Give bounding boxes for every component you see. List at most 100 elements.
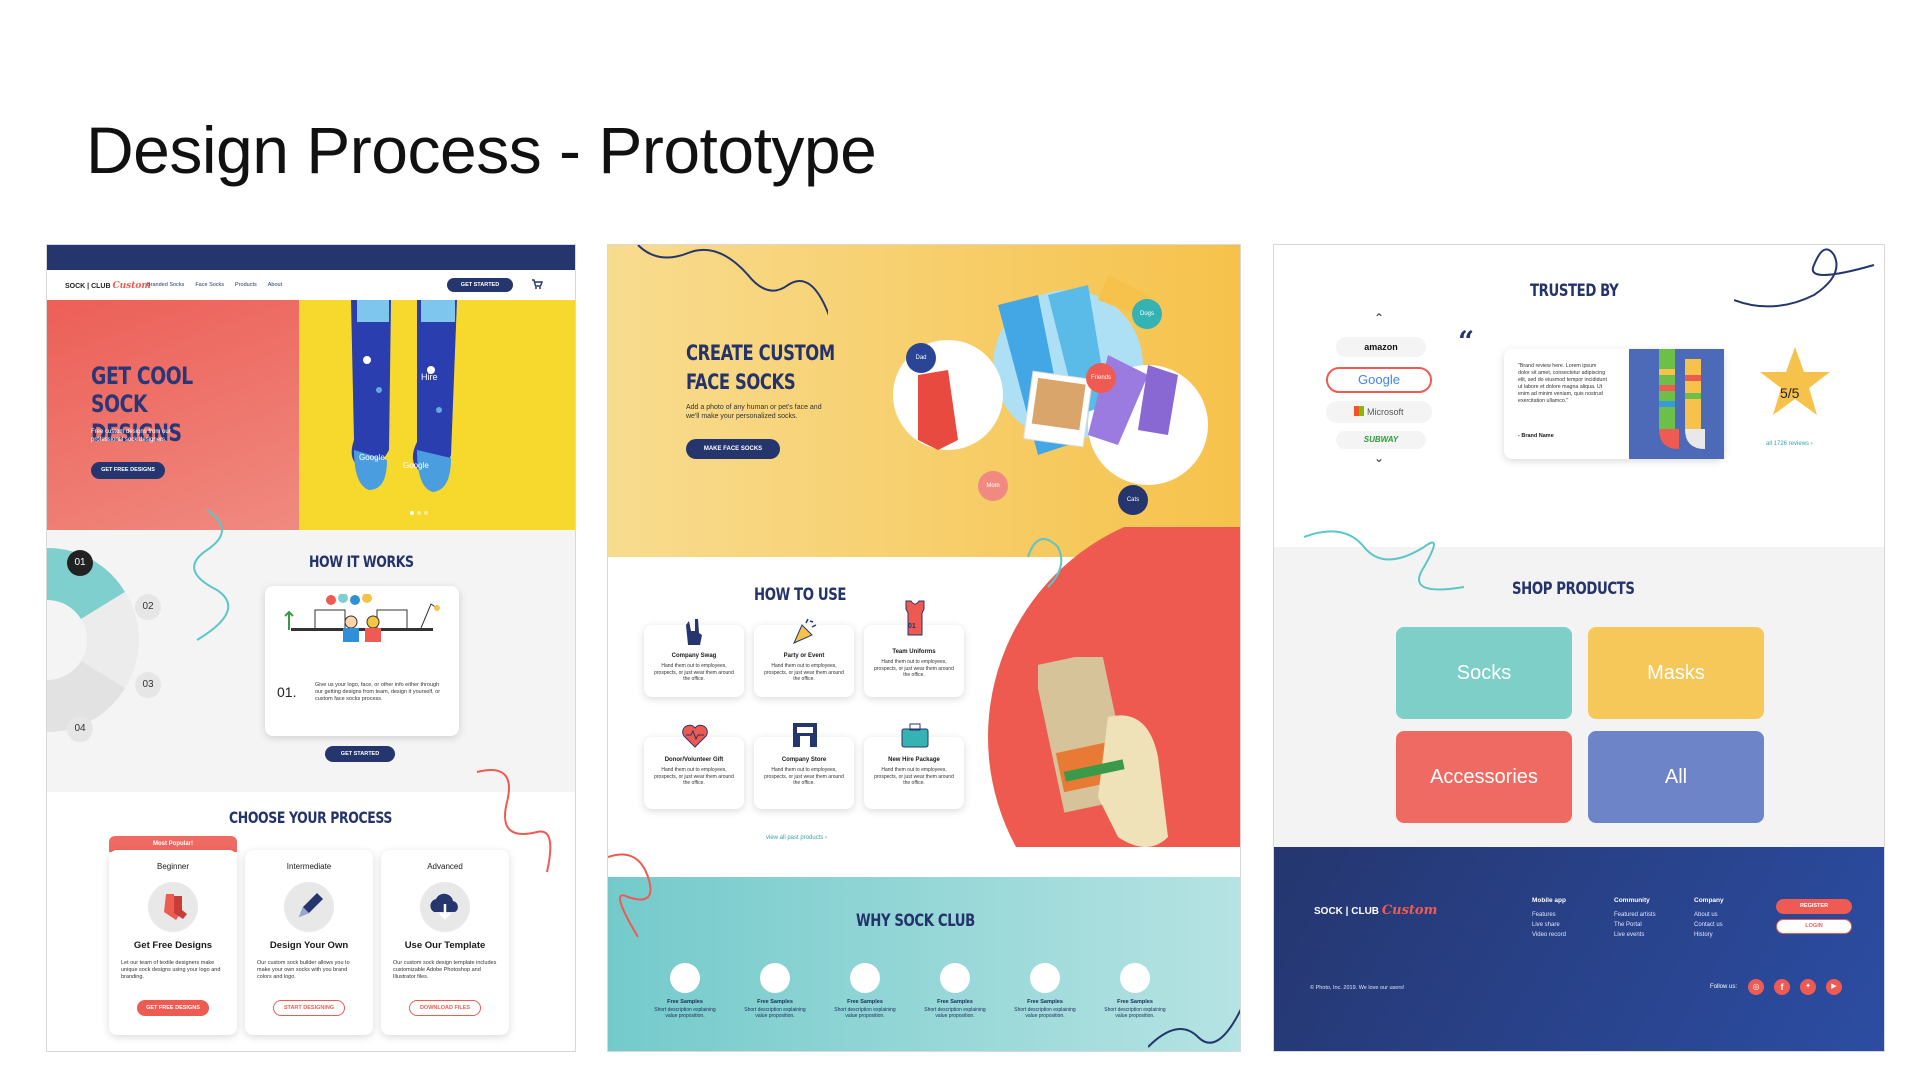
footer-link-the-portal[interactable]: The Portal xyxy=(1614,922,1642,928)
how-it-works-title-text: HOW IT WORKS xyxy=(309,552,414,571)
bubble-mom[interactable]: Mom xyxy=(978,471,1008,501)
tile-masks[interactable]: Masks xyxy=(1588,627,1764,719)
step-02[interactable]: 02 xyxy=(135,594,161,620)
why-sock-club-section: WHY SOCK CLUB Free Samples Short descrip… xyxy=(608,853,1240,1051)
step-get-started-button[interactable]: GET STARTED xyxy=(325,746,395,762)
download-files-button[interactable]: DOWNLOAD FILES xyxy=(409,1000,481,1016)
get-free-designs-option-button[interactable]: GET FREE DESIGNS xyxy=(137,1000,209,1016)
all-reviews-link[interactable]: all 1726 reviews › xyxy=(1766,441,1813,447)
chevron-up-icon[interactable]: ⌃ xyxy=(1374,311,1385,325)
shop-products-title-text: SHOP PRODUCTS xyxy=(1512,579,1635,599)
hero-subtitle: Free custom designs from our professiona… xyxy=(91,429,171,443)
bubble-friends[interactable]: Friends xyxy=(1086,363,1116,393)
sock-label-google-left: Google xyxy=(359,453,385,462)
tile-socks[interactable]: Socks xyxy=(1396,627,1572,719)
step-01[interactable]: 01 xyxy=(67,550,93,576)
most-popular-badge: Most Popular! xyxy=(109,836,237,852)
tile-all[interactable]: All xyxy=(1588,731,1764,823)
nav-link-branded-socks[interactable]: Branded Socks xyxy=(147,282,185,288)
nav-link-about[interactable]: About xyxy=(267,282,283,288)
footer-link-featured-artists[interactable]: Featured artists xyxy=(1614,912,1656,918)
use-card-donor-gift[interactable]: Donor/Volunteer Gift Hand them out to em… xyxy=(644,724,744,809)
coral-circle-decoration xyxy=(988,527,1240,847)
step-04[interactable]: 04 xyxy=(67,716,93,742)
twitter-icon[interactable]: ✦ xyxy=(1800,979,1816,995)
make-face-socks-button[interactable]: MAKE FACE SOCKS xyxy=(686,439,780,459)
face-socks-collage xyxy=(893,275,1208,485)
option-level: Beginner xyxy=(156,862,190,871)
instagram-icon[interactable]: ◎ xyxy=(1748,979,1764,995)
step-03[interactable]: 03 xyxy=(135,672,161,698)
store-icon xyxy=(793,723,817,747)
footer-link-live-events[interactable]: Live events xyxy=(1614,932,1645,938)
use-card-new-hire-package[interactable]: New Hire Package Hand them out to employ… xyxy=(864,723,964,809)
top-bar xyxy=(47,245,575,270)
footer-link-features[interactable]: Features xyxy=(1532,912,1556,918)
option-name: Design Your Own xyxy=(269,940,349,951)
facebook-icon[interactable]: f xyxy=(1774,979,1790,995)
use-card-team-uniforms[interactable]: 01 Team Uniforms Hand them out to employ… xyxy=(864,600,964,697)
footer-link-history[interactable]: History xyxy=(1694,932,1713,938)
briefcase-icon xyxy=(901,723,929,748)
why-item-name: Free Samples xyxy=(1027,999,1063,1005)
footer-brand-logo[interactable]: SOCK | CLUB Custom xyxy=(1314,903,1437,918)
how-to-use-title-text: HOW TO USE xyxy=(754,585,847,605)
why-item-description: Short description explaining value propo… xyxy=(834,1007,896,1019)
use-card-party-event[interactable]: Party or Event Hand them out to employee… xyxy=(754,618,854,697)
brand-logo[interactable]: SOCK | CLUB Custom xyxy=(65,281,151,291)
squiggle-decoration xyxy=(193,509,230,641)
tile-accessories[interactable]: Accessories xyxy=(1396,731,1572,823)
bubble-cats[interactable]: Cats xyxy=(1118,485,1148,515)
register-button[interactable]: REGISTER xyxy=(1776,899,1852,914)
start-designing-button[interactable]: START DESIGNING xyxy=(273,1000,345,1016)
footer-link-video-record[interactable]: Video record xyxy=(1532,932,1566,938)
get-free-designs-button[interactable]: GET FREE DESIGNS xyxy=(91,462,165,479)
chevron-down-icon[interactable]: ⌄ xyxy=(1374,451,1385,465)
logo-subway[interactable]: SUBWAY xyxy=(1336,431,1426,449)
cart-icon[interactable] xyxy=(531,277,544,295)
step-wheel xyxy=(47,547,139,733)
option-card-advanced[interactable]: Advanced Use Our Template Our custom soc… xyxy=(381,850,509,1035)
use-description: Hand them out to employees, prospects, o… xyxy=(764,663,844,682)
youtube-icon[interactable]: ▶ xyxy=(1826,979,1842,995)
logo-google-selected[interactable]: Google xyxy=(1326,367,1432,393)
footer-link-live-share[interactable]: Live share xyxy=(1532,922,1560,928)
use-description: Hand them out to employees, prospects, o… xyxy=(764,767,844,786)
review-text: "Brand review here. Lorem ipsum dolor si… xyxy=(1518,363,1607,404)
nav-link-face-socks[interactable]: Face Socks xyxy=(195,282,225,288)
view-all-products-text: view all past products xyxy=(766,835,824,841)
choose-process-title: CHOOSE YOUR PROCESS xyxy=(229,808,438,828)
logo-amazon[interactable]: amazon xyxy=(1336,337,1426,357)
bubble-dogs[interactable]: Dogs xyxy=(1132,299,1162,329)
nav-link-products[interactable]: Products xyxy=(235,282,257,288)
footer-brand-text: SOCK | CLUB xyxy=(1314,906,1380,917)
option-card-beginner[interactable]: Beginner Get Free Designs Let our team o… xyxy=(109,850,237,1035)
login-button[interactable]: LOGIN xyxy=(1776,919,1852,934)
footer-col-title: Mobile app xyxy=(1532,897,1566,904)
socks-icon xyxy=(148,882,198,932)
get-started-button[interactable]: GET STARTED xyxy=(447,278,513,292)
squiggle-decoration-navy-bottom xyxy=(1148,1008,1240,1048)
why-icon-1 xyxy=(670,963,700,993)
quote-icon: “ xyxy=(1458,325,1475,358)
use-card-company-store[interactable]: Company Store Hand them out to employees… xyxy=(754,723,854,809)
bubble-dad[interactable]: Dad xyxy=(906,343,936,373)
face-socks-subtitle: Add a photo of any human or pet's face a… xyxy=(686,404,822,420)
why-icon-3 xyxy=(850,963,880,993)
option-description: Let our team of textile designers make u… xyxy=(121,960,221,980)
use-card-company-swag[interactable]: Company Swag Hand them out to employees,… xyxy=(644,619,744,697)
brand-text: SOCK | CLUB xyxy=(65,283,111,290)
face-socks-title-line-2: FACE SOCKS xyxy=(686,370,796,394)
logo-microsoft-text: Microsoft xyxy=(1367,407,1404,417)
option-name: Get Free Designs xyxy=(133,940,213,951)
why-item-name: Free Samples xyxy=(937,999,973,1005)
logo-microsoft[interactable]: Microsoft xyxy=(1326,401,1432,423)
option-level: Advanced xyxy=(427,862,463,871)
footer-link-contact-us[interactable]: Contact us xyxy=(1694,922,1723,928)
view-all-products-link[interactable]: view all past products › xyxy=(766,835,828,841)
footer-link-about-us[interactable]: About us xyxy=(1694,912,1718,918)
option-card-intermediate[interactable]: Intermediate Design Your Own Our custom … xyxy=(245,850,373,1035)
how-it-works-title: HOW IT WORKS xyxy=(309,552,443,572)
how-it-works-section: 01 02 03 04 HOW IT WORKS 01. Give us you… xyxy=(47,509,575,792)
footer-brand-script: Custom xyxy=(1381,903,1438,918)
